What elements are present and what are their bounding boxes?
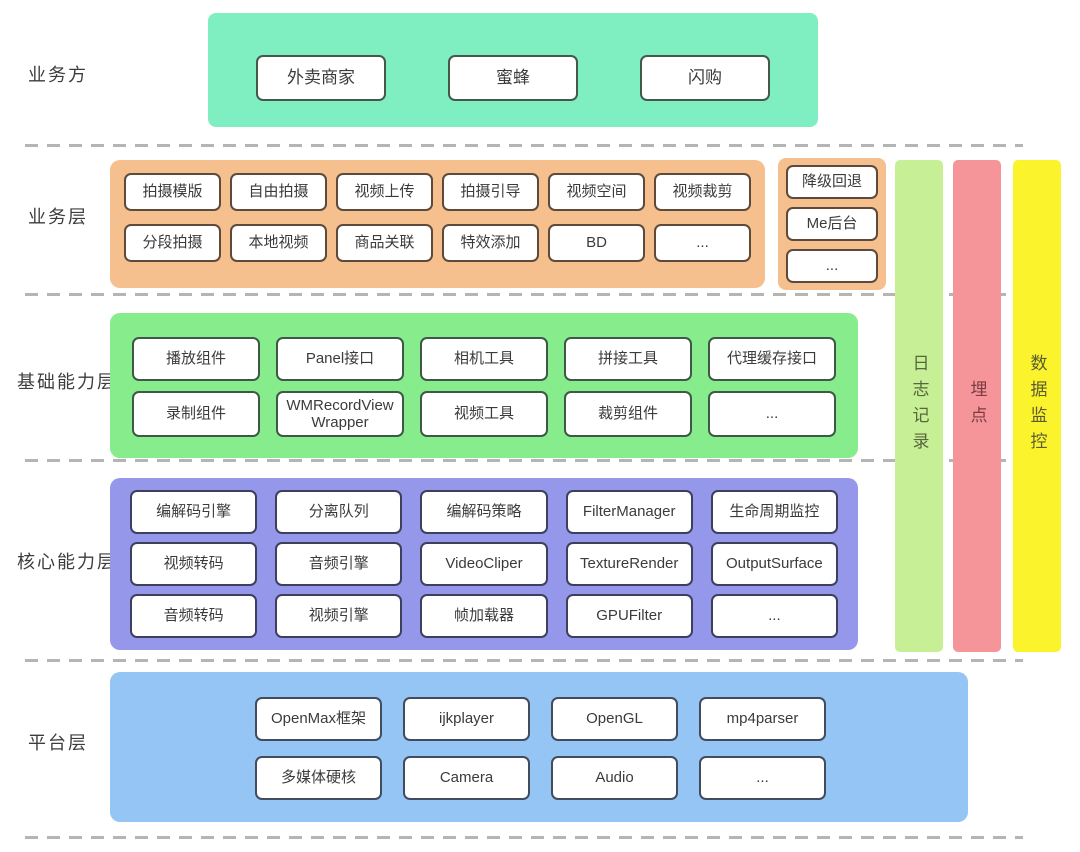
- diagram-node: 分离队列: [275, 490, 403, 534]
- diagram-node: 音频转码: [130, 594, 258, 638]
- separator-line: [25, 144, 1023, 147]
- diagram-node: 相机工具: [420, 337, 548, 381]
- diagram-node: 生命周期监控: [710, 490, 838, 534]
- diagram-node: 蜜蜂: [448, 55, 578, 101]
- diagram-node: 音频引擎: [275, 542, 403, 586]
- diagram-node: 视频转码: [130, 542, 258, 586]
- layer-top: 外卖商家 蜜蜂 闪购: [208, 13, 818, 127]
- separator-line: [25, 459, 1023, 462]
- diagram-node: 录制组件: [132, 391, 260, 437]
- layer-business: 拍摄模版 自由拍摄 视频上传 拍摄引导 视频空间 视频裁剪 分段拍摄 本地视频 …: [110, 160, 765, 288]
- layer-label-top: 业务方: [28, 65, 88, 85]
- diagram-node: 视频上传: [336, 173, 433, 211]
- diagram-node: GPUFilter: [565, 594, 693, 638]
- diagram-node: 特效添加: [442, 224, 539, 262]
- diagram-node: 播放组件: [132, 337, 260, 381]
- diagram-node: 闪购: [640, 55, 770, 101]
- diagram-node: BD: [548, 224, 645, 262]
- diagram-node: 降级回退: [786, 165, 878, 199]
- layer-label-business: 业务层: [28, 207, 88, 227]
- diagram-node: 编解码策略: [420, 490, 548, 534]
- diagram-node: 视频空间: [548, 173, 645, 211]
- diagram-node: Camera: [403, 756, 530, 800]
- diagram-node: ...: [786, 249, 878, 283]
- diagram-node: TextureRender: [565, 542, 693, 586]
- diagram-node: 裁剪组件: [564, 391, 692, 437]
- diagram-node: 编解码引擎: [130, 490, 258, 534]
- diagram-node: 视频引擎: [275, 594, 403, 638]
- diagram-node: 拍摄模版: [124, 173, 221, 211]
- diagram-node: 商品关联: [336, 224, 433, 262]
- diagram-node: 本地视频: [230, 224, 327, 262]
- diagram-node: FilterManager: [565, 490, 693, 534]
- diagram-node: OpenMax框架: [255, 697, 382, 741]
- separator-line: [25, 836, 1023, 839]
- separator-line: [25, 293, 1023, 296]
- diagram-node: ...: [699, 756, 826, 800]
- diagram-node: 拼接工具: [564, 337, 692, 381]
- diagram-node: ...: [710, 594, 838, 638]
- bar-logging: 日志记录: [895, 160, 943, 652]
- diagram-node: WMRecordView Wrapper: [276, 391, 404, 437]
- diagram-node: Audio: [551, 756, 678, 800]
- layer-label-basic: 基础能力层: [17, 372, 117, 392]
- diagram-node: ijkplayer: [403, 697, 530, 741]
- diagram-node: 多媒体硬核: [255, 756, 382, 800]
- diagram-node: 代理缓存接口: [708, 337, 836, 381]
- diagram-node: 视频裁剪: [654, 173, 751, 211]
- diagram-node: ...: [654, 224, 751, 262]
- bar-tracking: 埋点: [953, 160, 1001, 652]
- diagram-node: 视频工具: [420, 391, 548, 437]
- bar-tracking-label: 埋点: [967, 380, 987, 432]
- layer-label-core: 核心能力层: [17, 552, 117, 572]
- diagram-node: mp4parser: [699, 697, 826, 741]
- diagram-node: OpenGL: [551, 697, 678, 741]
- layer-core: 编解码引擎 分离队列 编解码策略 FilterManager 生命周期监控 视频…: [110, 478, 858, 650]
- bar-logging-label: 日志记录: [909, 354, 929, 458]
- separator-line: [25, 659, 1023, 662]
- diagram-node: Me后台: [786, 207, 878, 241]
- diagram-node: 帧加载器: [420, 594, 548, 638]
- diagram-node: Panel接口: [276, 337, 404, 381]
- diagram-node: ...: [708, 391, 836, 437]
- diagram-node: 外卖商家: [256, 55, 386, 101]
- diagram-node: 自由拍摄: [230, 173, 327, 211]
- diagram-node: 拍摄引导: [442, 173, 539, 211]
- layer-platform: OpenMax框架 ijkplayer OpenGL mp4parser 多媒体…: [110, 672, 968, 822]
- diagram-node: 分段拍摄: [124, 224, 221, 262]
- bar-monitoring-label: 数据监控: [1027, 354, 1047, 458]
- diagram-node: OutputSurface: [710, 542, 838, 586]
- layer-label-platform: 平台层: [28, 733, 88, 753]
- diagram-node: VideoCliper: [420, 542, 548, 586]
- layer-basic: 播放组件 Panel接口 相机工具 拼接工具 代理缓存接口 录制组件 WMRec…: [110, 313, 858, 458]
- bar-monitoring: 数据监控: [1013, 160, 1061, 652]
- layer-business-side: 降级回退 Me后台 ...: [778, 158, 886, 290]
